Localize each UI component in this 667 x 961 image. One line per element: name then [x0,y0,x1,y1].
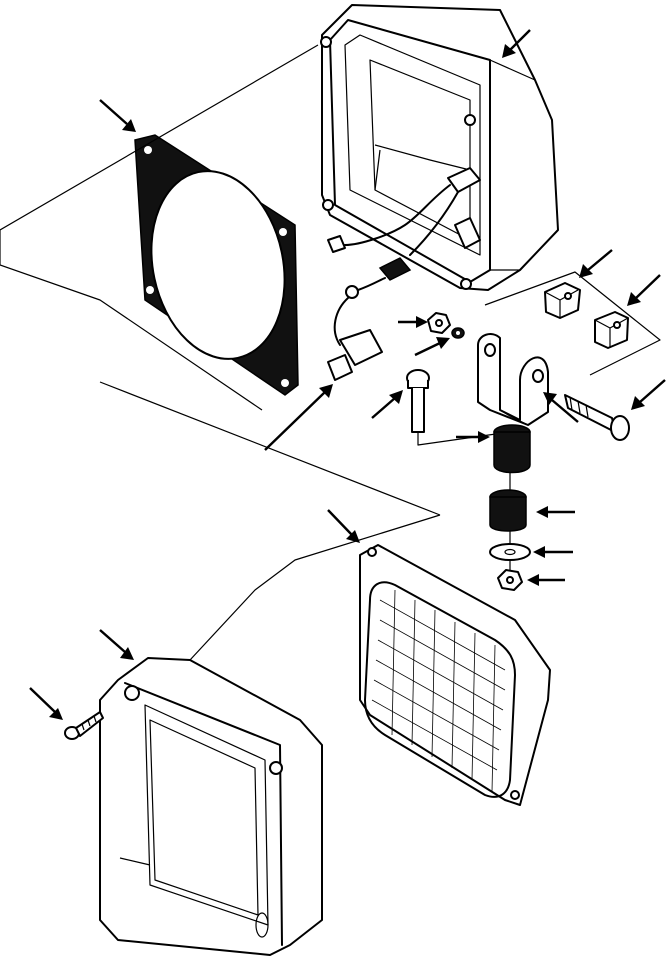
lens-grid [371,589,506,793]
callout-arrow-bolt-horizontal [631,379,666,410]
mounting-bracket [477,333,549,426]
lamp-housing [320,4,559,291]
bezel-frame [99,657,323,956]
sealed-beam-lamp [359,544,551,806]
callout-arrow-nut-upper [398,316,428,328]
wire-harness [327,235,412,381]
leader-lines [0,44,441,661]
rubber-isolators [489,424,531,532]
callout-arrow-washer-lower [533,546,573,558]
horizontal-bolt [564,394,630,441]
callout-arrows [29,29,666,720]
callout-arrow-screw [29,687,63,720]
callout-arrow-washer-upper [414,337,450,357]
screw [64,711,104,740]
gasket [134,134,299,396]
callout-arrow-harness [264,384,333,451]
callout-arrow-spacer-2 [627,274,661,306]
callout-arrow-sealed-beam [327,509,360,543]
vertical-bolt [406,369,430,433]
callout-arrow-spacer-1 [579,249,613,278]
callout-arrow-bolt-vertical [371,390,403,419]
lower-fasteners [489,543,531,591]
callout-arrow-housing [502,29,531,58]
mounting-plane-line [484,271,661,376]
callout-arrow-isolator-lower [536,506,575,518]
callout-arrow-nut-lower [527,574,565,586]
callout-arrow-bracket [543,392,579,423]
callout-arrow-gasket [99,99,136,132]
spacer-blocks [544,282,629,349]
callout-arrow-isolator-upper [456,431,490,443]
upper-fasteners [427,312,465,339]
callout-arrow-bezel [99,629,134,660]
